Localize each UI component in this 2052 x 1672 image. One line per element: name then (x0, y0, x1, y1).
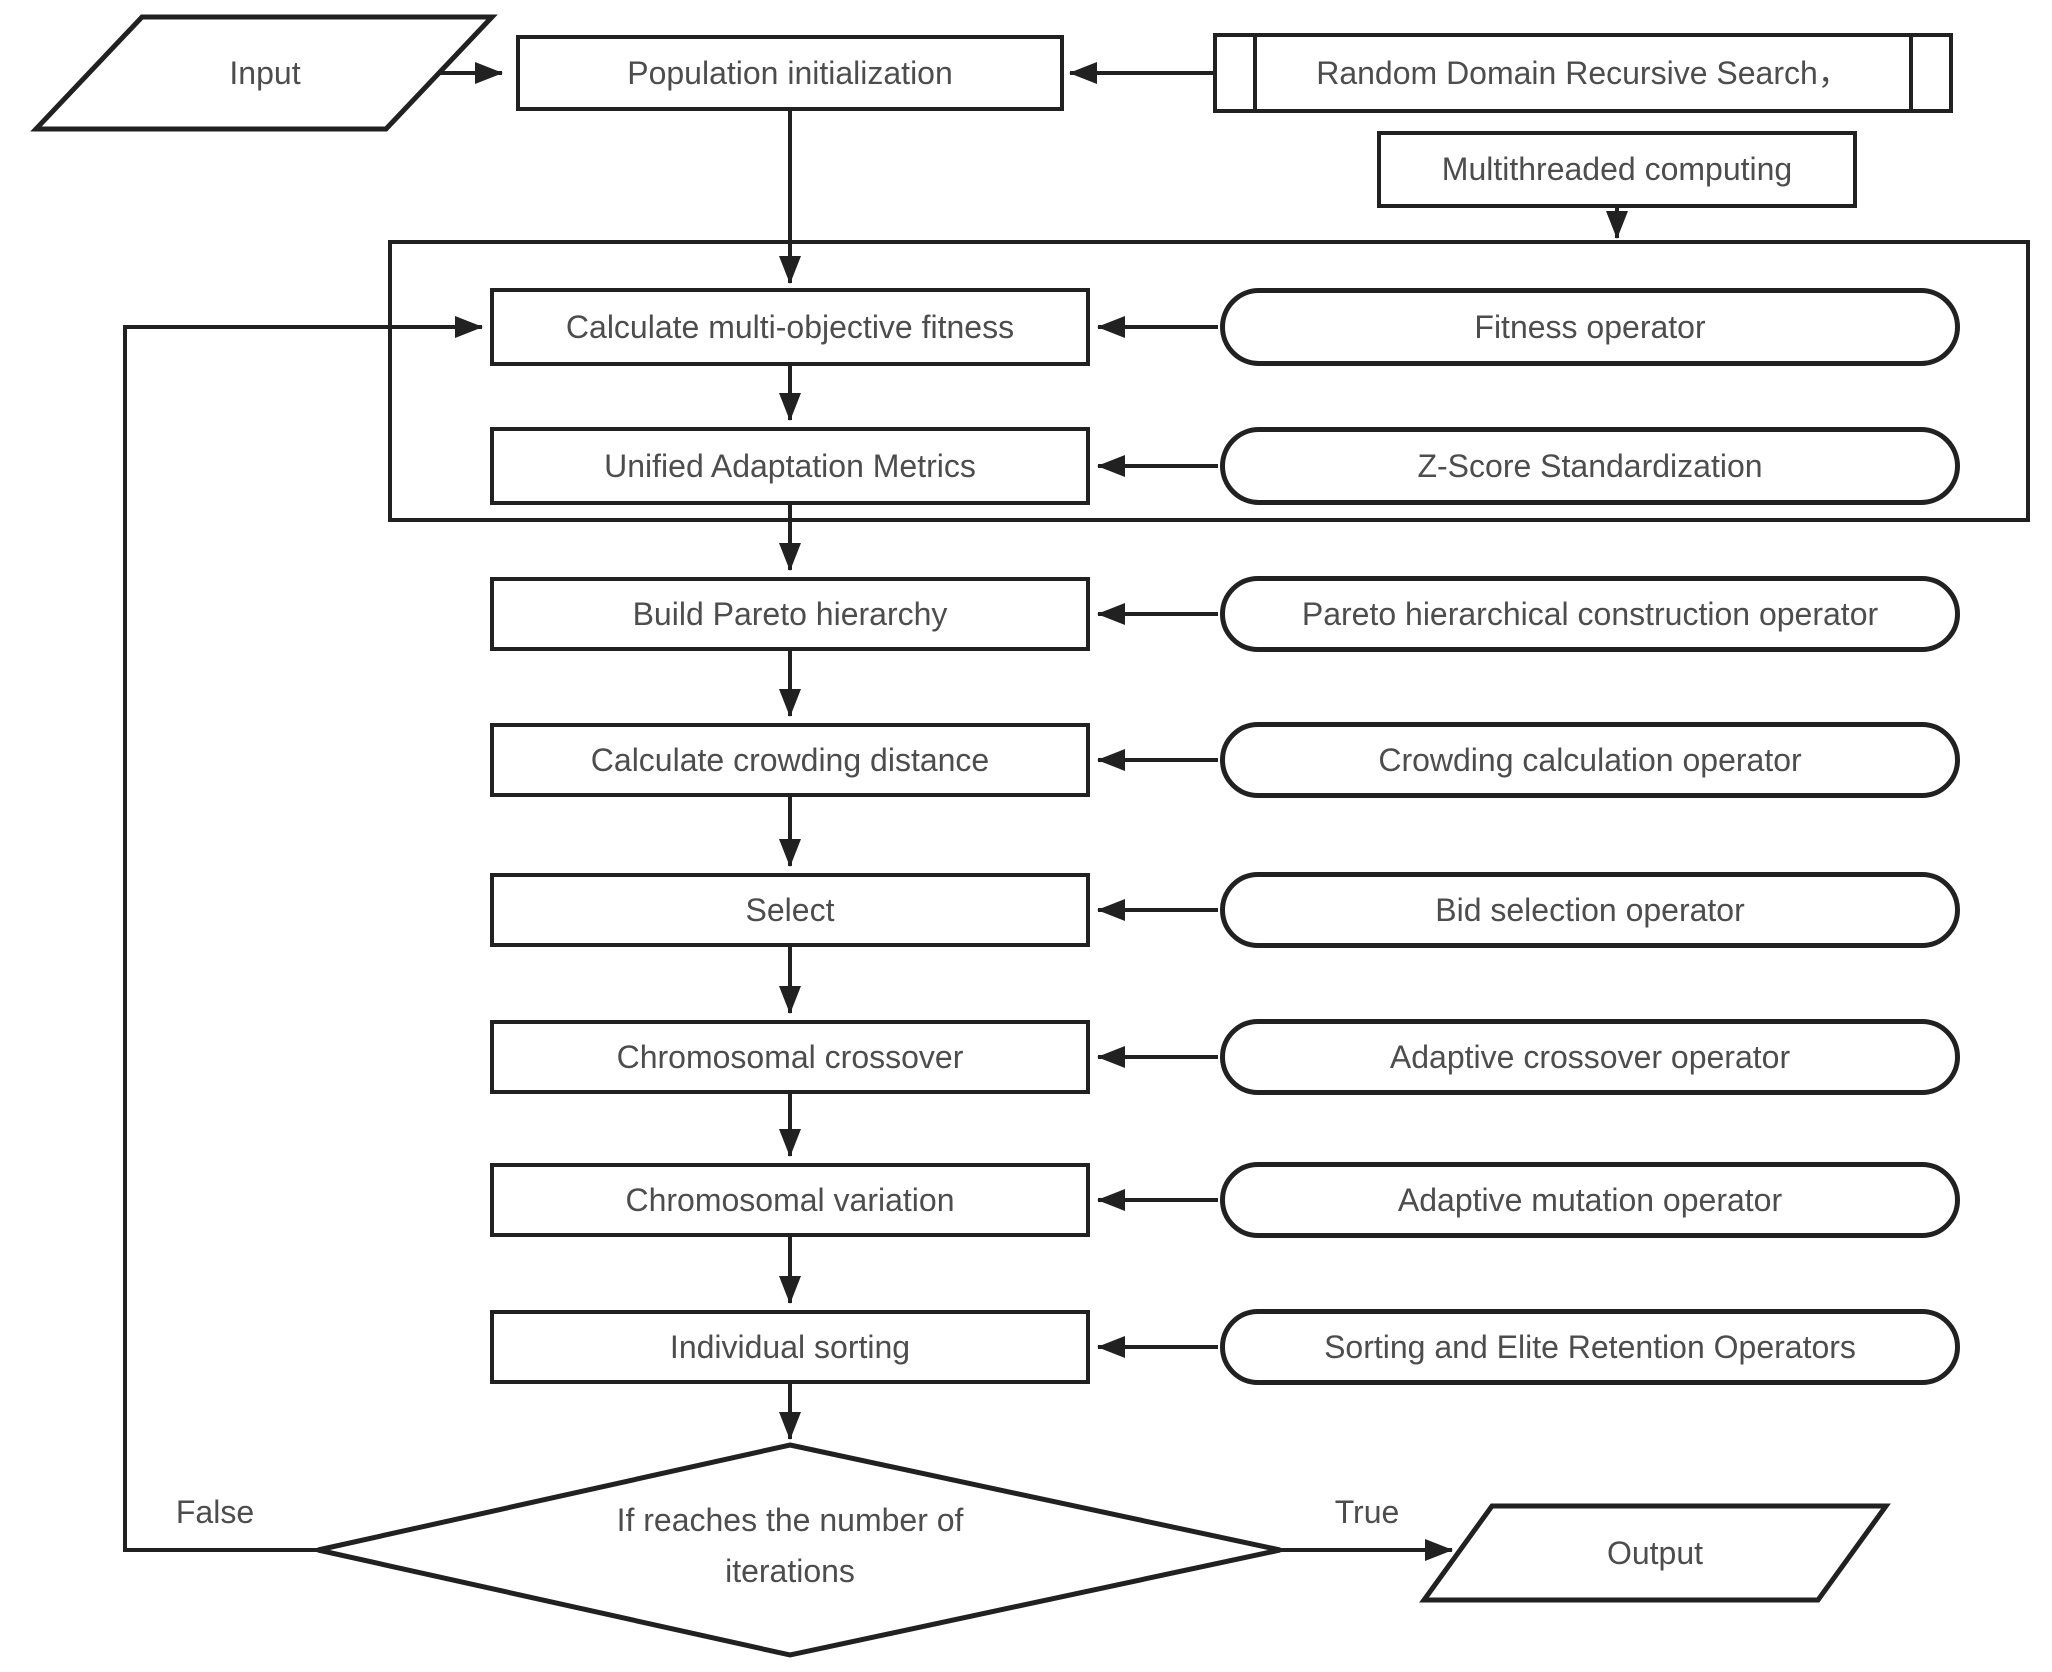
predefined-process-left-bar (1253, 36, 1257, 110)
node-adaptive-mutation-operator: Adaptive mutation operator (1220, 1162, 1960, 1238)
node-unified-adaptation-metrics: Unified Adaptation Metrics (490, 427, 1090, 505)
output-label: Output (1606, 1534, 1704, 1571)
decision-label-line2: iterations (725, 1553, 855, 1590)
node-population-initialization: Population initialization (516, 35, 1064, 111)
decision-diamond (317, 1442, 1281, 1658)
node-chromosomal-crossover: Chromosomal crossover (490, 1020, 1090, 1094)
false-branch-label: False (175, 1494, 255, 1530)
output-parallelogram (1419, 1503, 1891, 1603)
node-individual-sorting: Individual sorting (490, 1310, 1090, 1384)
input-parallelogram (30, 14, 498, 132)
node-label: Random Domain Recursive Search， (1316, 54, 1850, 91)
decision-label-line1: If reaches the number of (616, 1502, 964, 1538)
node-random-domain-recursive-search: Random Domain Recursive Search， (1213, 33, 1953, 113)
decision-label: If reaches the number of iterations (490, 1495, 1090, 1597)
node-select: Select (490, 873, 1090, 947)
input-label: Input (229, 54, 301, 91)
node-adaptive-crossover-operator: Adaptive crossover operator (1220, 1019, 1960, 1095)
true-branch-label: True (1334, 1494, 1400, 1530)
node-crowding-calculation-operator: Crowding calculation operator (1220, 722, 1960, 798)
node-calculate-multi-objective-fitness: Calculate multi-objective fitness (490, 288, 1090, 366)
predefined-process-right-bar (1909, 36, 1913, 110)
node-calculate-crowding-distance: Calculate crowding distance (490, 723, 1090, 797)
node-fitness-operator: Fitness operator (1220, 288, 1960, 366)
node-sorting-elite-retention-operators: Sorting and Elite Retention Operators (1220, 1309, 1960, 1385)
edge-false-loop (123, 316, 483, 1552)
node-bid-selection-operator: Bid selection operator (1220, 872, 1960, 948)
node-zscore-standardization: Z-Score Standardization (1220, 427, 1960, 505)
node-pareto-construction-operator: Pareto hierarchical construction operato… (1220, 576, 1960, 652)
node-multithreaded-computing: Multithreaded computing (1377, 131, 1857, 208)
node-build-pareto-hierarchy: Build Pareto hierarchy (490, 577, 1090, 651)
node-chromosomal-variation: Chromosomal variation (490, 1163, 1090, 1237)
fitness-group-frame (388, 240, 2030, 522)
